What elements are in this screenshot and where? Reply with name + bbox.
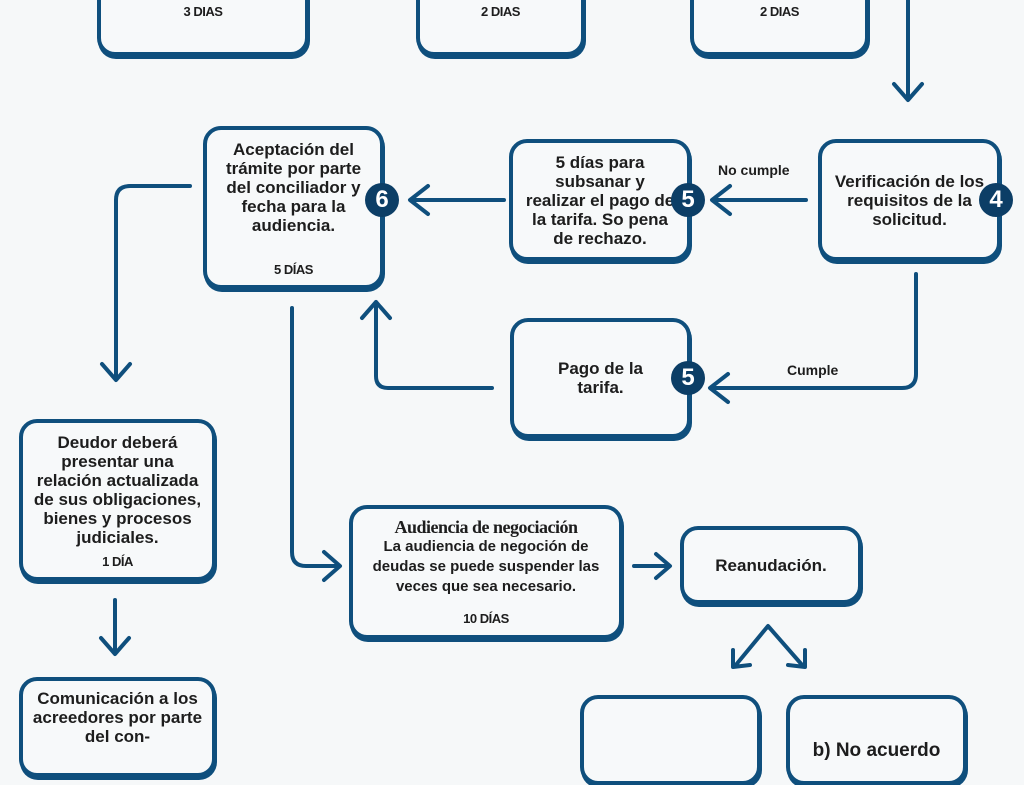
top-box-3: 2 DIAS	[690, 0, 869, 56]
arrow-audiencia-to-reanudacion	[632, 552, 672, 580]
comunicacion-box: Comunicación a los acreedores por parte …	[19, 677, 216, 777]
no-acuerdo-text: b) No acuerdo	[812, 740, 941, 761]
arrow-4-to-5	[710, 184, 808, 216]
top-box-1: 3 DIAS	[97, 0, 309, 56]
step-4-badge: 4	[979, 183, 1013, 217]
acuerdo-box	[580, 695, 761, 785]
audiencia-title: Audiencia de negociación	[394, 517, 578, 537]
top-box-2: 2 DIAS	[416, 0, 585, 56]
days-label: 10 DÍAS	[463, 611, 509, 626]
arrow-6-to-audiencia	[290, 306, 342, 582]
reanudacion-text: Reanudación.	[715, 555, 827, 575]
days-label: 1 DÍA	[102, 554, 133, 569]
arrow-deudor-to-comunicacion	[99, 598, 131, 656]
days-label: 2 DIAS	[760, 4, 799, 19]
flow-arrows	[99, 0, 924, 669]
step-4-box: Verificación de los requisitos de la sol…	[818, 139, 1001, 261]
step-4-text: Verificación de los requisitos de la sol…	[834, 171, 985, 229]
cumple-label: Cumple	[787, 362, 839, 378]
step-5a-badge: 5	[671, 183, 705, 217]
step-5b-text: Pago de la tarifa.	[557, 359, 644, 397]
step-5b-badge: 5	[671, 361, 705, 395]
deudor-box: Deudor deberá presentar una relación act…	[19, 419, 216, 581]
arrow-down-top	[892, 0, 924, 102]
arrow-4-to-pago	[708, 272, 918, 404]
arrow-6-to-deudor	[100, 184, 192, 382]
step-6-badge: 6	[365, 183, 399, 217]
step-5a-box: 5 días para subsanar y realizar el pago …	[509, 139, 691, 261]
comunicacion-text: Comunicación a los acreedores por parte …	[32, 689, 203, 746]
arrow-split	[731, 624, 807, 669]
arrow-5-to-6	[408, 184, 506, 216]
audiencia-text: La audiencia de negoción de deudas se pu…	[372, 538, 600, 595]
step-6-box: Aceptación del trámite por parte del con…	[203, 126, 384, 289]
no-acuerdo-box: b) No acuerdo	[786, 695, 967, 785]
days-label: 2 DIAS	[481, 4, 520, 19]
no-cumple-label: No cumple	[718, 162, 790, 178]
step-6-text: Aceptación del trámite por parte del con…	[225, 140, 362, 235]
step-5a-text: 5 días para subsanar y realizar el pago …	[525, 152, 675, 248]
days-label: 5 DÍAS	[274, 262, 313, 277]
step-5b-box: Pago de la tarifa.	[510, 318, 691, 438]
reanudacion-box: Reanudación.	[680, 526, 862, 604]
days-label: 3 DIAS	[183, 4, 223, 19]
deudor-text: Deudor deberá presentar una relación act…	[33, 433, 202, 547]
arrow-pago-to-6	[360, 300, 494, 390]
